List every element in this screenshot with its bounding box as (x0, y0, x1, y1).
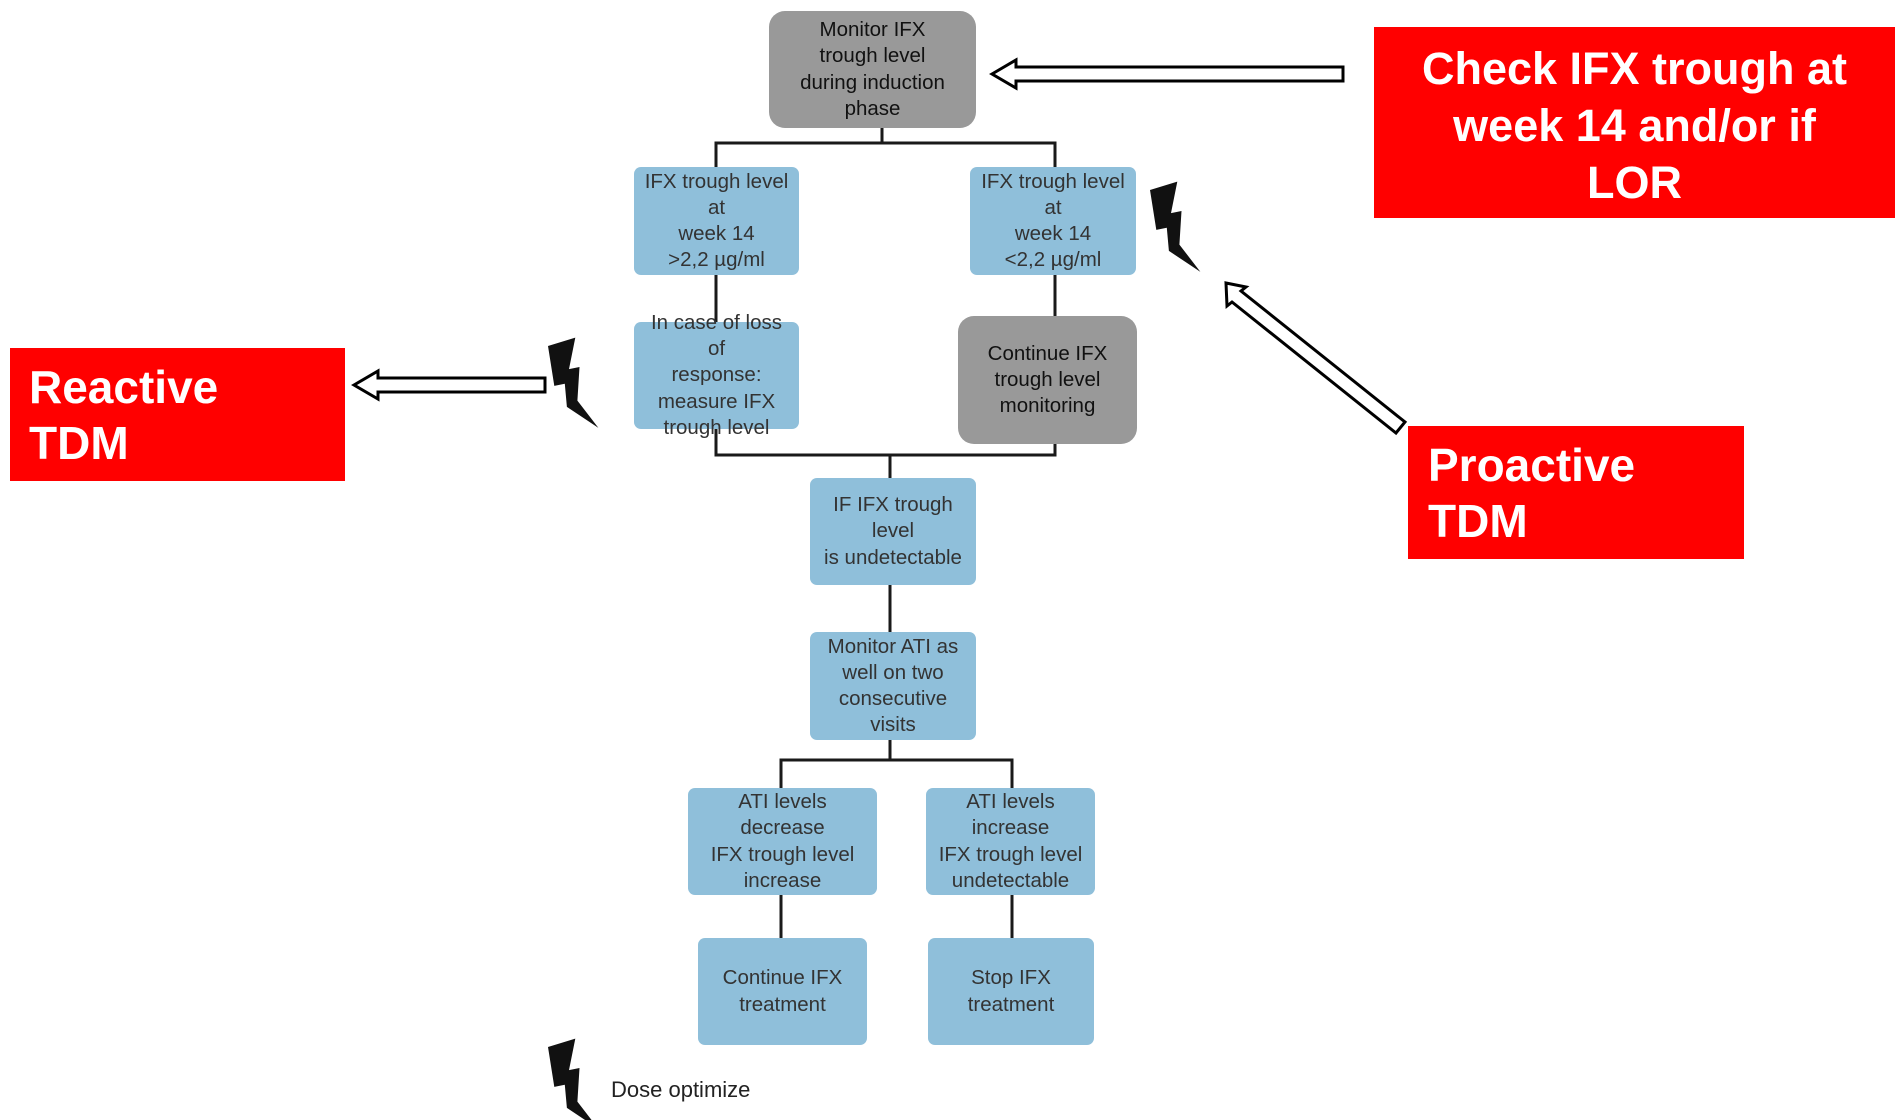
node-trough-high: IFX trough level at week 14 >2,2 µg/ml (634, 167, 799, 275)
callout-check-trough: Check IFX trough at week 14 and/or if LO… (1374, 27, 1895, 218)
node-continue-treatment: Continue IFX treatment (698, 938, 867, 1045)
callout-proactive-tdm: Proactive TDM (1408, 426, 1744, 559)
connector-ati-split (779, 740, 1014, 788)
connector-root (714, 127, 1057, 167)
node-stop-treatment: Stop IFX treatment (928, 938, 1094, 1045)
node-ati-decrease: ATI levels decrease IFX trough level inc… (688, 788, 877, 895)
callout-reactive-tdm: Reactive TDM (10, 348, 345, 481)
node-ati-increase: ATI levels increase IFX trough level und… (926, 788, 1095, 895)
lightning-bolt-icon-legend (548, 1038, 599, 1120)
hollow-arrows (351, 57, 1408, 436)
node-trough-low: IFX trough level at week 14 <2,2 µg/ml (970, 167, 1136, 275)
node-continue-monitoring: Continue IFX trough level monitoring (958, 316, 1137, 444)
arrow-reactive (351, 368, 547, 402)
connector-merge (714, 429, 1057, 478)
node-undetectable: IF IFX trough level is undetectable (810, 478, 976, 585)
lightning-bolt-icon-reactive (548, 337, 599, 428)
arrow-check-trough (989, 57, 1345, 91)
connector-lines (714, 127, 1057, 938)
node-loss-of-response: In case of loss of response: measure IFX… (634, 311, 799, 439)
legend-label: Dose optimize (611, 1077, 751, 1102)
node-monitor-ati: Monitor ATI as well on two consecutive v… (810, 632, 976, 740)
arrow-proactive (1224, 281, 1408, 436)
lightning-bolt-icon-proactive (1150, 181, 1201, 272)
node-monitor-induction: Monitor IFX trough level during inductio… (769, 11, 976, 128)
